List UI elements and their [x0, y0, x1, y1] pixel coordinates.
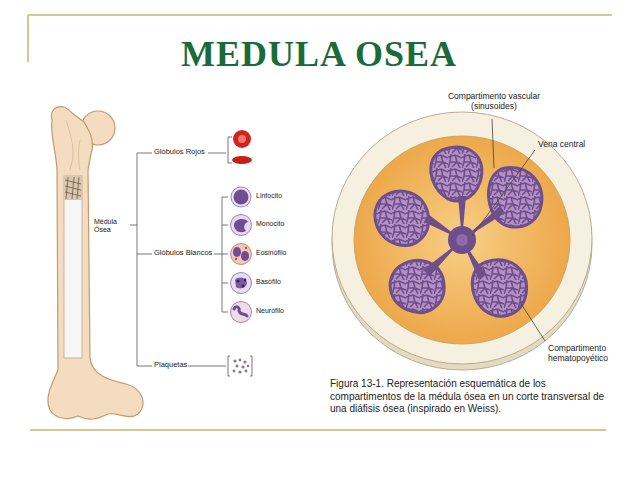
cell-label: Linfocito — [256, 192, 282, 200]
cell-label: Eosinófilo — [256, 249, 286, 257]
red-cell-icons — [232, 130, 252, 164]
cell-label: Basófilo — [256, 278, 281, 286]
cell-label: Monocito — [256, 220, 284, 228]
bracket-lines — [130, 137, 252, 376]
part-label: Compartimento hematopoyético — [548, 344, 624, 364]
leader-lines — [472, 119, 545, 341]
category-label: Glóbulos Blancos — [154, 249, 212, 258]
page-title: MEDULA OSEA — [0, 34, 638, 75]
platelet-icons — [233, 359, 250, 374]
frame-line — [30, 429, 606, 431]
part-label: Médula Ósea — [94, 218, 130, 234]
category-label: Glóbulos Rojos — [154, 148, 205, 157]
figure-caption: Figura 13-1. Representación esquemática … — [330, 378, 610, 416]
bone-cross-section — [332, 112, 592, 370]
frame-line — [27, 15, 29, 62]
cell-label: Neurófilo — [256, 307, 284, 315]
part-label: Compartimento vascular (sinusoides) — [444, 92, 544, 112]
category-label: Plaquetas — [154, 361, 187, 370]
part-label: Vena central — [538, 140, 585, 150]
white-cell-icons — [231, 187, 252, 323]
femur-bone — [48, 107, 143, 419]
frame-line — [28, 14, 612, 16]
